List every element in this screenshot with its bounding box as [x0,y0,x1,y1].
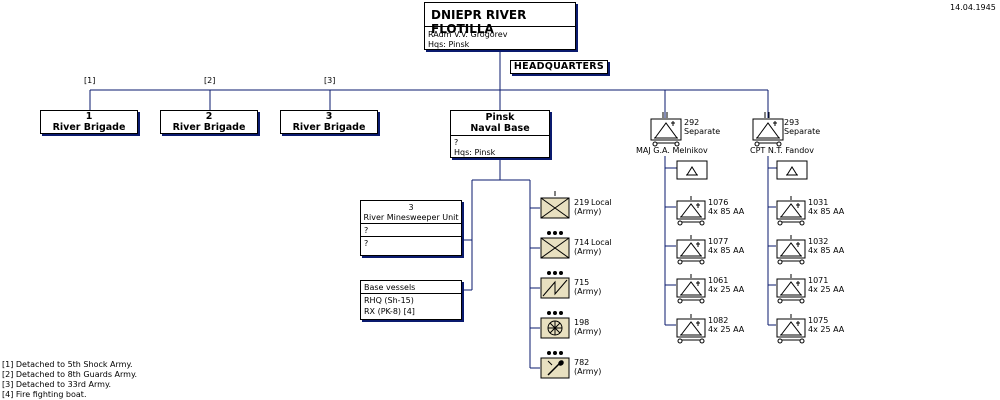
divider [361,236,461,237]
naval-base-commander: ? [454,138,459,147]
naval-base-line1: Pinsk [485,112,515,123]
aa-subunit-number: 1071 [808,276,829,285]
unit-714-number: 714 [574,238,590,247]
aa-battery-icon [676,196,706,226]
footnote-4: [4] Fire fighting boat. [2,390,87,399]
unit-219-number: 219 [574,198,590,207]
aa-subunit-desc: 4x 85 AA [808,207,845,216]
naval-base-line2: Naval Base [470,123,530,134]
base-vessels-box: Base vessels RHQ (Sh-15) RX (PK-8) [4] [360,280,462,320]
minesweeper-row-2: ? [364,239,369,248]
footnote-2: [2] Detached to 8th Guards Army. [2,370,138,379]
unit-714-symbol [540,231,570,259]
aa-subunit-desc: 4x 85 AA [708,207,745,216]
unit-714-desc: Local [591,238,612,247]
engineer-shovel-icon [540,351,570,379]
minesweeper-number: 3 [408,203,414,212]
brigade-2-note: [2] [204,76,216,85]
flotilla-hqs: Hqs: Pinsk [428,40,470,49]
naval-base-box: Pinsk Naval Base ? Hqs: Pinsk [450,110,550,158]
brigade-2-label: River Brigade [172,122,246,133]
aa-293-desc: Separate [784,127,821,136]
unit-219-sub: (Army) [574,207,602,216]
divider [361,293,461,294]
aa-battery-icon [676,314,706,344]
unit-782-number: 782 [574,358,590,367]
divider [425,26,575,27]
brigade-2-box: 2 River Brigade [160,110,258,134]
aa-subunit-number: 1032 [808,237,829,246]
headquarters-label: HEADQUARTERS [510,60,608,74]
brigade-2-number: 2 [205,111,213,122]
aa-293-number: 293 [784,118,800,127]
aa-subunit-number: 1031 [808,198,829,207]
aa-battalion-292-symbol [650,112,682,147]
aa-battery-icon [776,235,806,265]
aa-subunit-number: 1061 [708,276,729,285]
aa-subunit-desc: 4x 25 AA [808,325,845,334]
aa-subunit-desc: 4x 85 AA [708,246,745,255]
aa-subunit-desc: 4x 25 AA [808,285,845,294]
unit-219-desc: Local [591,198,612,207]
aa-subunit-number: 1076 [708,198,729,207]
aa-292-hq-symbol [676,160,708,180]
brigade-3-number: 3 [325,111,333,122]
aa-subunit-number: 1075 [808,316,829,325]
aa-battery-icon [676,274,706,304]
aa-subunit-number: 1082 [708,316,729,325]
base-vessels-title: Base vessels [364,283,416,292]
footnote-1: [1] Detached to 5th Shock Army. [2,360,133,369]
aa-293-hq-symbol [776,160,808,180]
unit-782-sub: (Army) [574,367,602,376]
unit-715-sub: (Army) [574,287,602,296]
aa-battery-icon [776,314,806,344]
unit-714-sub: (Army) [574,247,602,256]
footnote-3: [3] Detached to 33rd Army. [2,380,112,389]
wheel-icon [540,311,570,339]
aa-subunit-desc: 4x 85 AA [808,246,845,255]
unit-715-number: 715 [574,278,590,287]
minesweeper-box: 3 River Minesweeper Unit ? ? [360,200,462,256]
aa-battery-icon [776,196,806,226]
divider [361,223,461,224]
brigade-3-note: [3] [324,76,336,85]
aa-292-commander: MAJ G.A. Melnikov [636,146,708,155]
flotilla-box: DNIEPR RIVER FLOTILLA RAdm V.V. Grogorev… [424,2,576,50]
unit-198-number: 198 [574,318,590,327]
base-vessel-item: RHQ (Sh-15) [364,296,414,305]
brigade-3-box: 3 River Brigade [280,110,378,134]
aa-battalion-293-symbol [752,112,784,147]
base-vessel-item: RX (PK-8) [4] [364,307,415,316]
aa-subunit-desc: 4x 25 AA [708,285,745,294]
aa-293-commander: CPT N.T. Fandov [750,146,814,155]
brigade-1-box: 1 River Brigade [40,110,138,134]
aa-subunit-desc: 4x 25 AA [708,325,745,334]
aa-subunit-number: 1077 [708,237,729,246]
divider [451,135,549,136]
brigade-3-label: River Brigade [292,122,366,133]
aa-battery-icon [776,274,806,304]
aa-292-desc: Separate [684,127,721,136]
aa-292-number: 292 [684,118,700,127]
date-label: 14.04.1945 [950,3,996,12]
unit-198-sub: (Army) [574,327,602,336]
aa-battery-icon [676,235,706,265]
naval-base-title: Pinsk Naval Base [451,112,549,134]
brigade-1-number: 1 [85,111,93,122]
signal-zigzag-icon [540,271,570,299]
naval-base-hqs: Hqs: Pinsk [454,148,496,157]
brigade-1-label: River Brigade [52,122,126,133]
flotilla-commander: RAdm V.V. Grogorev [428,30,508,39]
minesweeper-label: River Minesweeper Unit [363,213,459,222]
brigade-1-note: [1] [84,76,96,85]
unit-219-symbol [540,191,570,219]
flotilla-title: DNIEPR RIVER FLOTILLA [431,8,527,36]
minesweeper-row-1: ? [364,226,369,235]
